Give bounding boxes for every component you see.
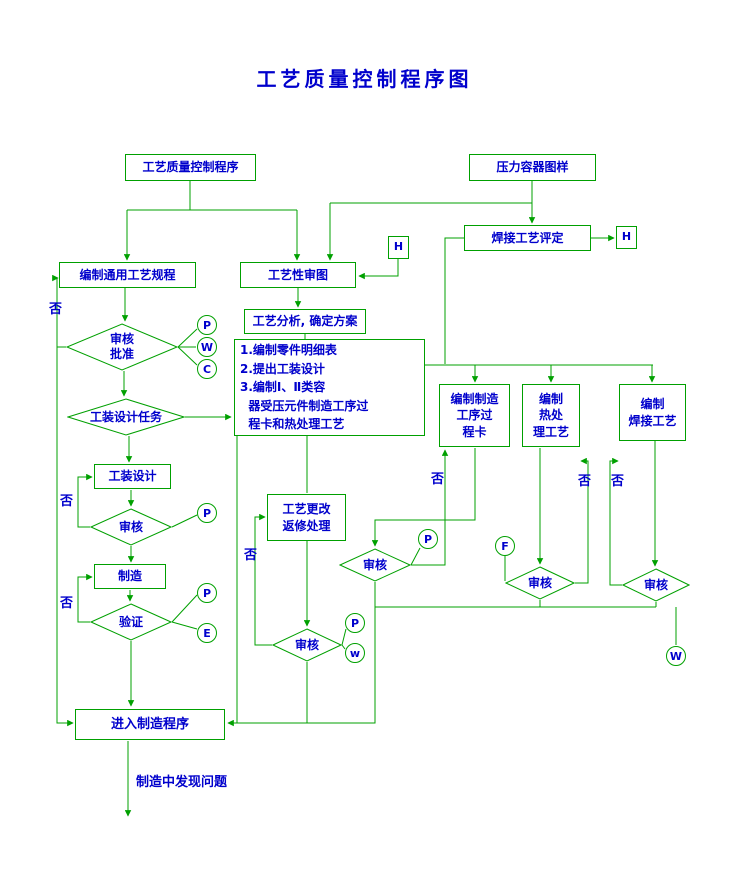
node-process-drawing-review: 工艺性审图 bbox=[240, 262, 356, 288]
node-pressure-vessel-drawing: 压力容器图样 bbox=[469, 154, 596, 181]
flow-line bbox=[410, 547, 421, 566]
node-process-change: 工艺更改 返修处理 bbox=[267, 494, 346, 541]
node-start: 工艺质量控制程序 bbox=[125, 154, 256, 181]
flow-line bbox=[177, 346, 198, 366]
connector-circle-p-2: P bbox=[197, 503, 217, 523]
connector-circle-p-1: P bbox=[197, 315, 217, 335]
label-no-1: 否 bbox=[49, 302, 63, 317]
connector-circle-p-4: P bbox=[197, 583, 217, 603]
node-manufacture: 制造 bbox=[94, 564, 166, 589]
label-no-7: 否 bbox=[611, 474, 625, 489]
connector-circle-e: E bbox=[197, 623, 217, 643]
node-tooling-design: 工装设计 bbox=[94, 464, 171, 489]
decision-label: 审核 bbox=[118, 519, 143, 534]
label-no-5: 否 bbox=[431, 472, 445, 487]
decision-label: 审核 bbox=[643, 577, 668, 592]
label-no-3: 否 bbox=[60, 596, 74, 611]
connector-circle-f: F bbox=[495, 536, 515, 556]
node-compile-welding-process: 编制 焊接工艺 bbox=[619, 384, 686, 441]
flow-line bbox=[227, 607, 376, 727]
diamond-shape bbox=[66, 323, 178, 371]
decision-label: 审核 bbox=[362, 557, 387, 572]
connector-circle-w-2: w bbox=[345, 643, 365, 663]
flow-line bbox=[177, 328, 198, 348]
decision-label: 审核 批准 bbox=[109, 332, 134, 361]
node-compile-general-process-spec: 编制通用工艺规程 bbox=[59, 262, 196, 288]
diamond-shape bbox=[622, 568, 690, 602]
decision-review-approve: 审核 批准 bbox=[66, 323, 178, 371]
flow-line bbox=[444, 237, 464, 364]
flow-line bbox=[52, 274, 66, 348]
decision-verify: 验证 bbox=[90, 603, 172, 641]
node-process-analysis: 工艺分析, 确定方案 bbox=[244, 309, 366, 334]
decision-review-card: 审核 bbox=[339, 548, 411, 582]
decision-review-weld: 审核 bbox=[622, 568, 690, 602]
decision-review-heat: 审核 bbox=[505, 566, 575, 600]
flow-line bbox=[575, 457, 589, 584]
decision-review-change: 审核 bbox=[272, 628, 342, 662]
flow-line bbox=[171, 514, 198, 528]
flow-line bbox=[171, 594, 198, 623]
decision-review-tooling: 审核 bbox=[90, 508, 172, 546]
flow-line bbox=[77, 573, 93, 623]
connector-circle-p-5: P bbox=[345, 613, 365, 633]
flow-line bbox=[171, 621, 198, 630]
connector-circle-p-3: P bbox=[418, 529, 438, 549]
label-no-6: 否 bbox=[578, 474, 592, 489]
flow-line bbox=[77, 473, 93, 528]
decision-label: 验证 bbox=[118, 614, 143, 629]
flow-line bbox=[358, 259, 399, 280]
connector-circle-w-1: W bbox=[197, 337, 217, 357]
connector-circle-w-3: W bbox=[666, 646, 686, 666]
label-problems-found: 制造中发现问题 bbox=[136, 775, 228, 790]
diamond-shape bbox=[90, 508, 172, 546]
diamond-shape bbox=[67, 398, 185, 436]
flow-line bbox=[341, 644, 346, 650]
node-compile-mfg-process-card: 编制制造 工序过 程卡 bbox=[439, 384, 510, 447]
flow-line bbox=[411, 449, 449, 566]
offpage-connector-h-2: H bbox=[616, 226, 637, 249]
offpage-connector-h-1: H bbox=[388, 236, 409, 259]
node-compile-heat-treatment: 编制 热处 理工艺 bbox=[522, 384, 580, 447]
diamond-shape bbox=[90, 603, 172, 641]
flow-line bbox=[56, 347, 74, 727]
node-enter-manufacturing: 进入制造程序 bbox=[75, 709, 225, 740]
node-weld-procedure-qualification: 焊接工艺评定 bbox=[464, 225, 591, 251]
decision-tooling-design-task: 工装设计任务 bbox=[67, 398, 185, 436]
label-no-4: 否 bbox=[244, 548, 258, 563]
diamond-shape bbox=[272, 628, 342, 662]
flow-line bbox=[254, 513, 272, 646]
page-title: 工艺质量控制程序图 bbox=[256, 67, 473, 91]
decision-label: 审核 bbox=[294, 637, 319, 652]
connector-circle-c: C bbox=[197, 359, 217, 379]
flow-line bbox=[371, 448, 476, 547]
diamond-shape bbox=[505, 566, 575, 600]
label-no-2: 否 bbox=[60, 494, 74, 509]
decision-label: 工装设计任务 bbox=[89, 409, 162, 424]
diamond-shape bbox=[339, 548, 411, 582]
flow-line bbox=[341, 628, 347, 646]
node-compile-documents: 1.编制零件明细表 2.提出工装设计 3.编制Ⅰ、Ⅱ类容 器受压元件制造工序过 … bbox=[234, 339, 425, 436]
flow-line bbox=[609, 457, 622, 586]
decision-label: 审核 bbox=[527, 575, 552, 590]
